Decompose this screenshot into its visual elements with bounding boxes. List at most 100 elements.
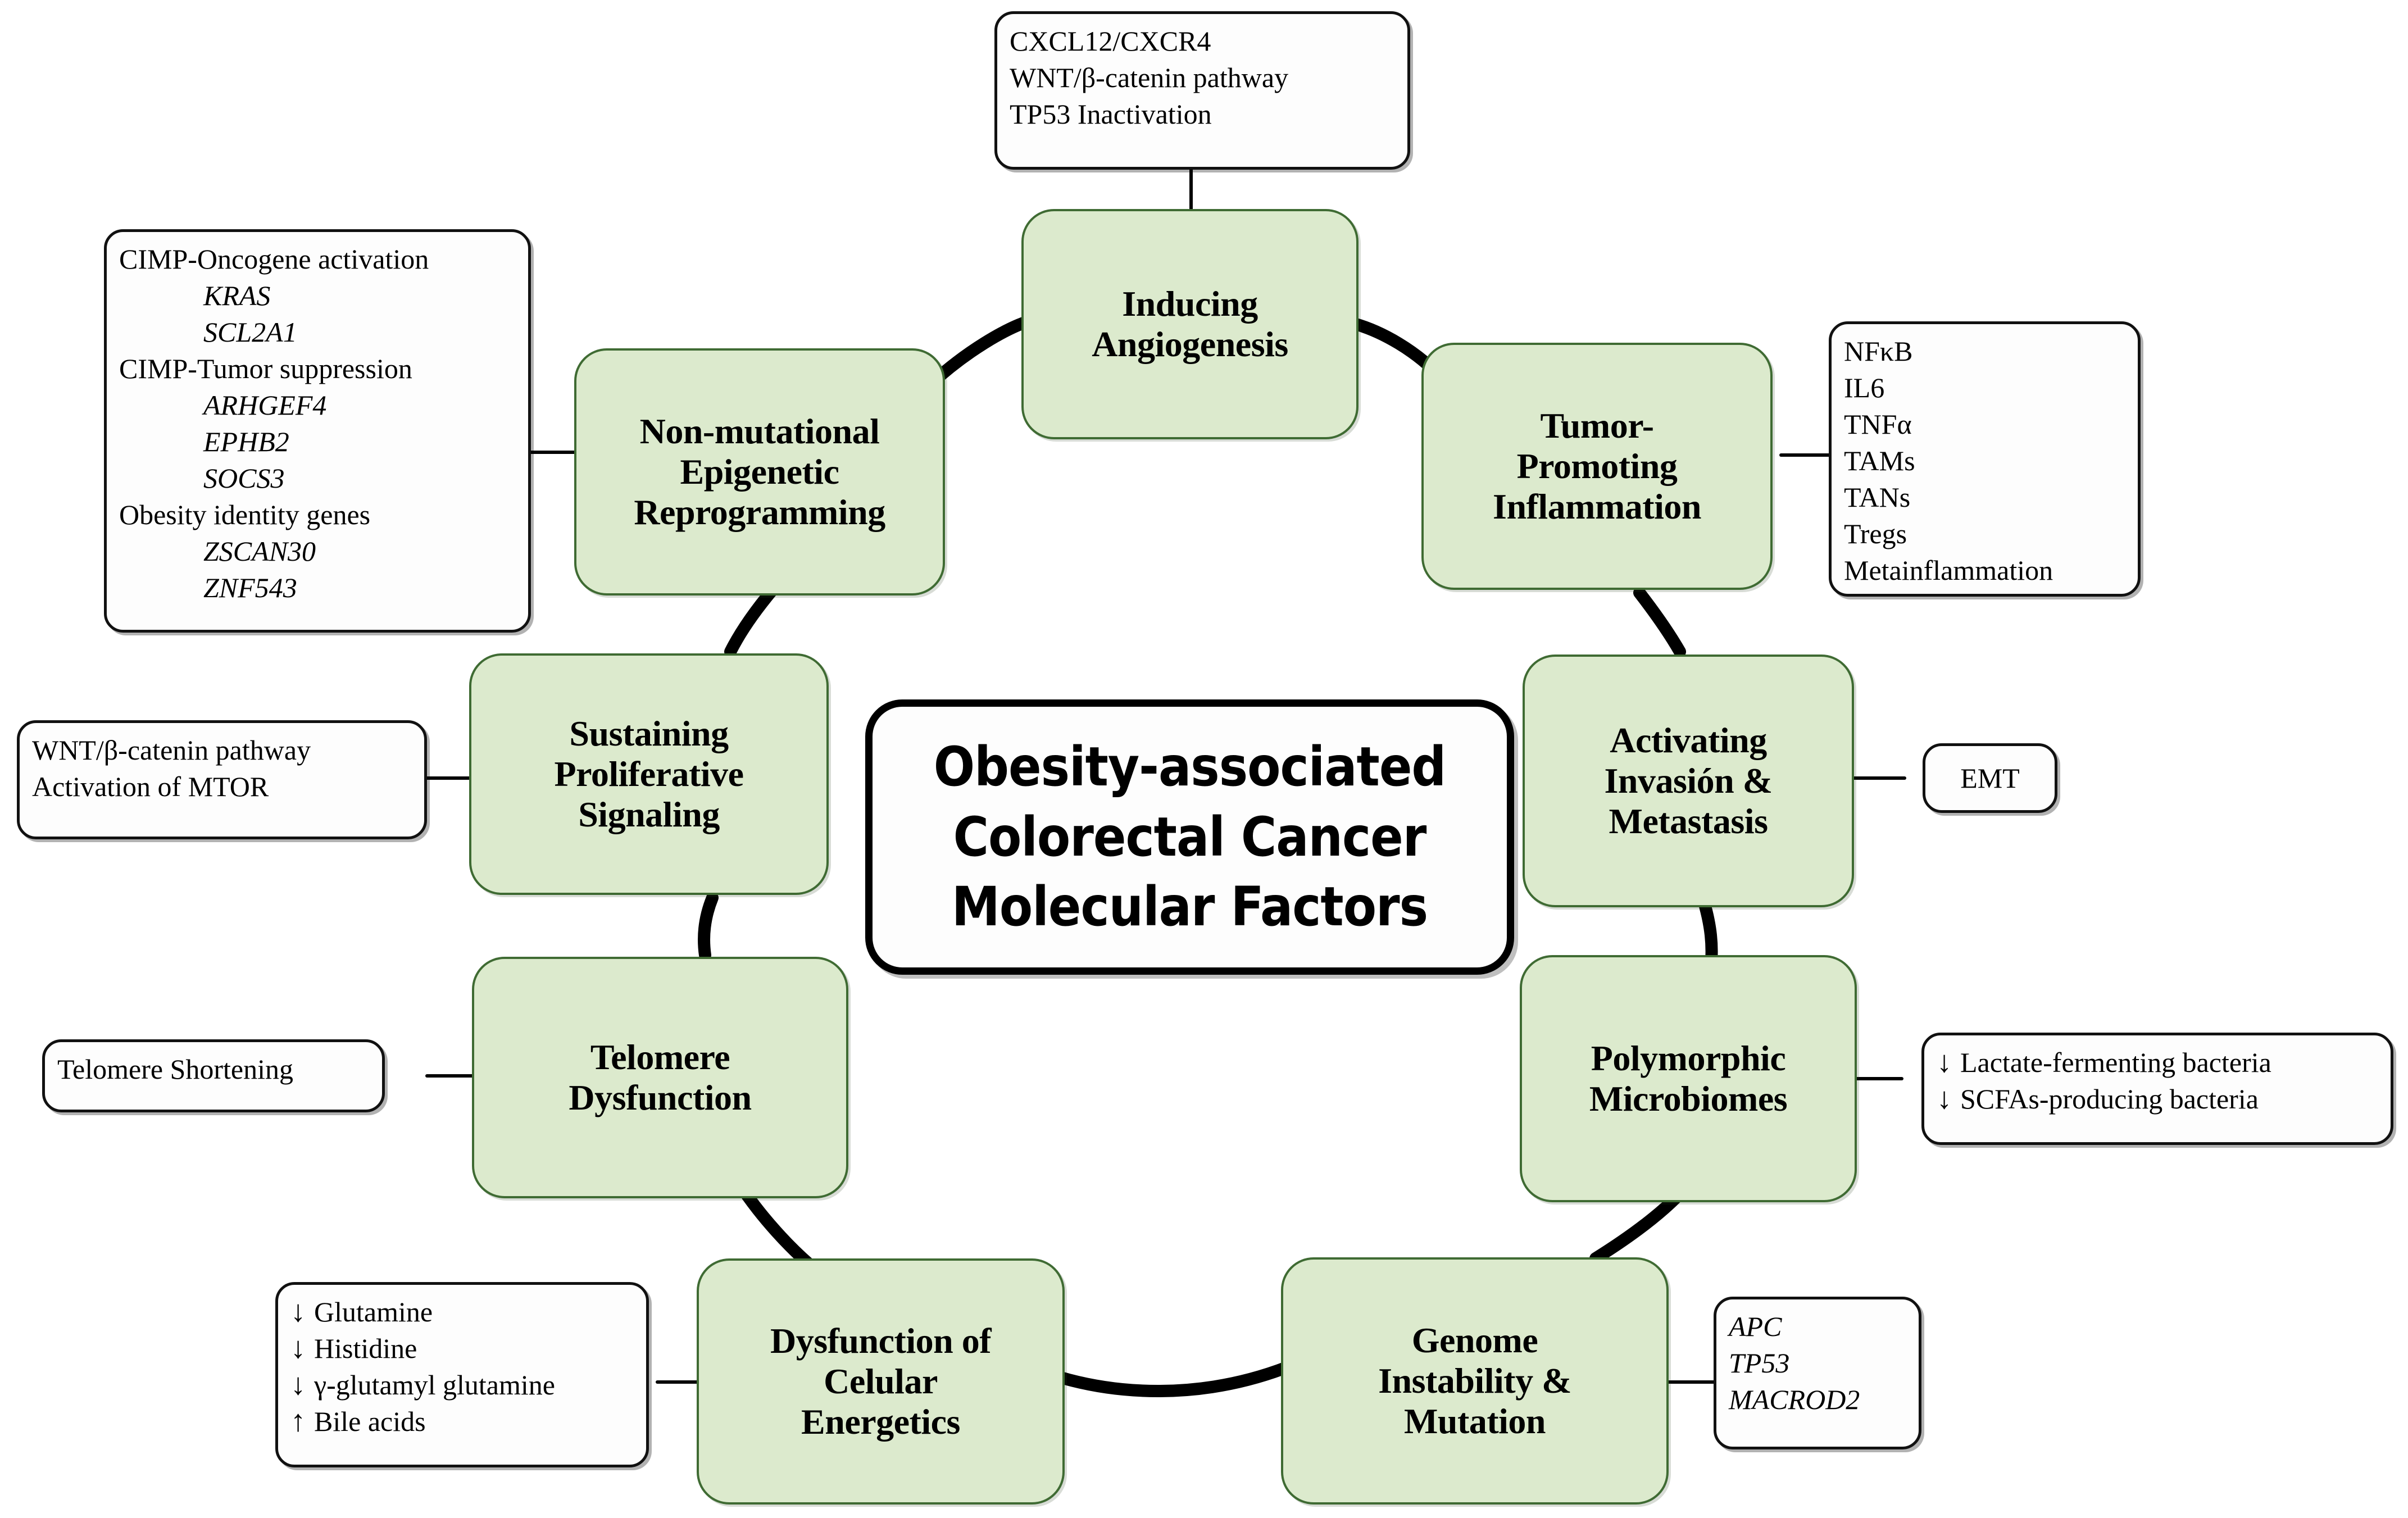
detail-line: Tregs <box>1844 518 1907 549</box>
detail-line: Obesity identity genes <box>119 499 371 530</box>
hallmark-non-mutational-epigenetic-reprogramming[interactable]: Non-mutational Epigenetic Reprogramming <box>574 348 945 596</box>
label-line: Sustaining <box>569 713 729 753</box>
hallmark-non-mutational-epigenetic-reprogramming-label: Non-mutational Epigenetic Reprogramming <box>626 411 893 533</box>
detail-line: EPHB2 <box>203 426 289 457</box>
link-energetics-to-telomere <box>741 1189 815 1270</box>
detail-line: ↓SCFAs-producing bacteria <box>1937 1081 2271 1117</box>
label-line: Celular <box>824 1361 938 1401</box>
detail-line: SOCS3 <box>203 462 285 494</box>
label-line: Reprogramming <box>634 492 885 533</box>
hallmark-dysfunction-celular-energetics[interactable]: Dysfunction of Celular Energetics <box>697 1258 1065 1505</box>
detail-list-energetics: ↓Glutamine↓Histidine↓γ-glutamyl glutamin… <box>278 1285 567 1449</box>
hallmark-inducing-angiogenesis[interactable]: Inducing Angiogenesis <box>1021 209 1359 439</box>
detail-box-microbiomes[interactable]: ↓ Lactate-fermenting bacteria↓SCFAs-produ… <box>1921 1033 2393 1145</box>
hallmark-sustaining-proliferative-signaling[interactable]: Sustaining Proliferative Signaling <box>469 653 829 895</box>
label-line: Proliferative <box>554 753 744 794</box>
arrow-down-icon: ↓ <box>1937 1081 1952 1115</box>
hallmark-genome-instability-mutation-label: Genome Instability & Mutation <box>1370 1320 1579 1442</box>
detail-line: TP53 <box>1729 1347 1790 1379</box>
label-line: Mutation <box>1404 1401 1546 1442</box>
hallmark-activating-invasion-metastasis-label: Activating Invasión & Metastasis <box>1596 720 1780 842</box>
hallmark-dysfunction-celular-energetics-label: Dysfunction of Celular Energetics <box>762 1321 999 1443</box>
detail-line: EMT <box>1960 762 2020 794</box>
arrow-down-icon: ↓ <box>290 1331 306 1365</box>
link-microbiomes-to-genome <box>1589 1190 1683 1265</box>
detail-line: ↓ Histidine <box>290 1330 555 1367</box>
detail-list-microbiomes: ↓ Lactate-fermenting bacteria↓SCFAs-produ… <box>1924 1035 2284 1126</box>
label-line: Energetics <box>801 1402 960 1442</box>
label-line: Promoting <box>1516 446 1678 486</box>
arrow-up-icon: ↑ <box>290 1404 306 1438</box>
hallmark-polymorphic-microbiomes[interactable]: Polymorphic Microbiomes <box>1520 955 1857 1202</box>
detail-line: ZSCAN30 <box>203 535 316 567</box>
label-line: Inflammation <box>1493 487 1701 527</box>
center-title-line-2: Colorectal Cancer <box>953 805 1427 869</box>
link-proliferative-to-epigenetic <box>724 584 779 658</box>
detail-line-text: Bile acids <box>314 1406 426 1437</box>
label-line: Polymorphic <box>1591 1038 1786 1078</box>
hallmark-genome-instability-mutation[interactable]: Genome Instability & Mutation <box>1281 1257 1669 1505</box>
detail-line: IL6 <box>1844 372 1885 403</box>
hallmark-activating-invasion-metastasis[interactable]: Activating Invasión & Metastasis <box>1523 655 1854 907</box>
detail-line: ↓ Lactate-fermenting bacteria <box>1937 1044 2271 1081</box>
detail-box-energetics[interactable]: ↓Glutamine↓Histidine↓γ-glutamyl glutamin… <box>275 1282 649 1467</box>
arrow-down-icon: ↓ <box>290 1294 306 1328</box>
label-line: Signaling <box>578 794 720 835</box>
detail-line: Activation of MTOR <box>32 771 269 802</box>
detail-line: MACROD2 <box>1729 1384 1860 1415</box>
detail-line: NFκB <box>1844 335 1913 367</box>
detail-list-telomere: Telomere Shortening <box>45 1042 306 1097</box>
detail-line: APC <box>1729 1311 1782 1342</box>
hallmark-tumor-promoting-inflammation[interactable]: Tumor- Promoting Inflammation <box>1421 343 1773 590</box>
label-line: Angiogenesis <box>1092 324 1288 364</box>
center-title-line-1: Obesity-associated <box>933 735 1446 798</box>
detail-line: TAMs <box>1844 445 1915 476</box>
center-title-line-3: Molecular Factors <box>951 875 1428 939</box>
detail-line: TP53 Inactivation <box>1010 98 1212 130</box>
label-line: Tumor- <box>1540 405 1654 446</box>
label-line: Non-mutational <box>639 411 880 451</box>
detail-line-text: Lactate-fermenting bacteria <box>1960 1047 2271 1078</box>
detail-line: TANs <box>1844 481 1911 513</box>
label-line: Telomere <box>590 1037 730 1077</box>
hallmark-telomere-dysfunction[interactable]: Telomere Dysfunction <box>472 957 848 1198</box>
hallmark-polymorphic-microbiomes-label: Polymorphic Microbiomes <box>1582 1038 1795 1120</box>
label-line: Microbiomes <box>1589 1079 1788 1119</box>
detail-line: KRAS <box>203 280 271 311</box>
arrow-down-icon: ↓ <box>1937 1045 1952 1079</box>
hallmark-tumor-promoting-inflammation-label: Tumor- Promoting Inflammation <box>1485 406 1709 528</box>
detail-line: TNFα <box>1844 408 1912 440</box>
detail-line: ↑ Bile acids <box>290 1403 555 1440</box>
arrow-down-icon: ↓ <box>290 1367 306 1401</box>
label-line: Invasión & <box>1604 760 1773 801</box>
hallmark-inducing-angiogenesis-label: Inducing Angiogenesis <box>1084 284 1296 365</box>
label-line: Dysfunction <box>569 1078 752 1117</box>
detail-box-telomere[interactable]: Telomere Shortening <box>42 1039 385 1112</box>
label-line: Genome <box>1411 1320 1538 1360</box>
link-genome-to-energetics <box>1022 1359 1298 1397</box>
detail-box-invasion[interactable]: EMT <box>1923 743 2057 813</box>
detail-line: ↓γ-glutamyl glutamine <box>290 1367 555 1403</box>
detail-line-text: Histidine <box>314 1333 417 1364</box>
detail-line: SCL2A1 <box>203 316 297 348</box>
hallmark-sustaining-proliferative-signaling-label: Sustaining Proliferative Signaling <box>546 713 751 835</box>
label-line: Dysfunction of <box>770 1320 992 1361</box>
link-inflammation-to-invasion <box>1633 587 1686 658</box>
label-line: Activating <box>1610 720 1767 760</box>
detail-line: ZNF543 <box>203 572 297 603</box>
label-line: Epigenetic <box>680 451 839 492</box>
detail-line: CXCL12/CXCR4 <box>1010 25 1211 57</box>
detail-line: ARHGEF4 <box>203 389 327 421</box>
label-line: Instability & <box>1378 1360 1571 1401</box>
